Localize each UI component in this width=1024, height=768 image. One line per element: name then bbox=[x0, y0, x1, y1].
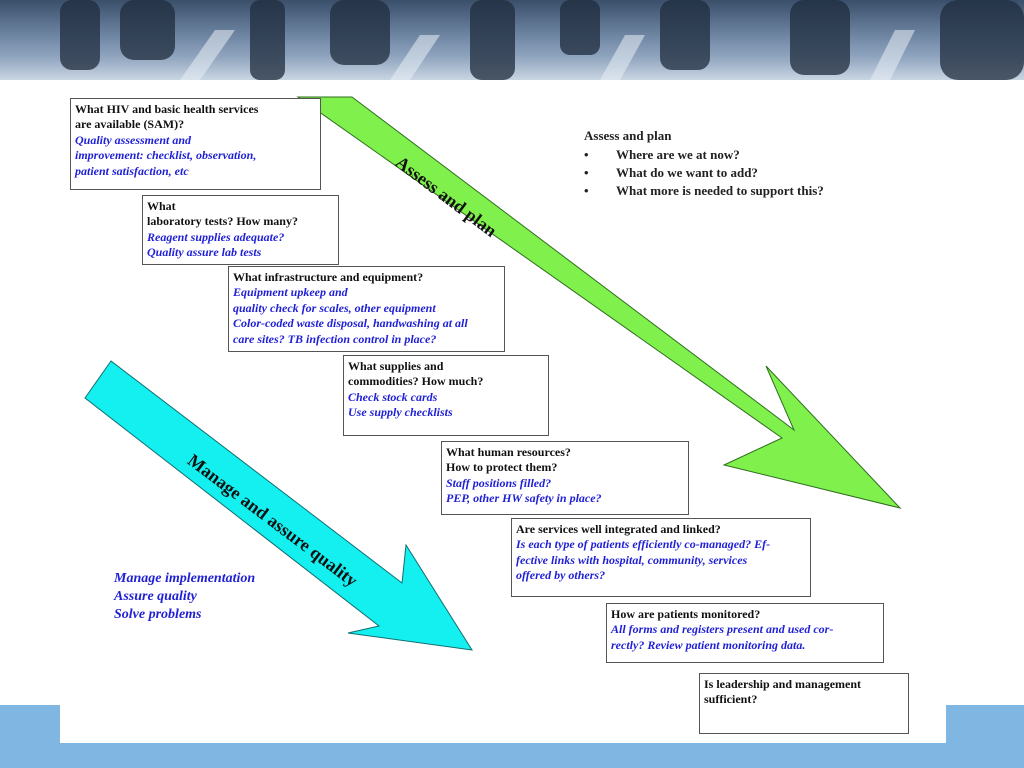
box-question: What human resources? bbox=[446, 445, 571, 459]
summary-item: •What more is needed to support this? bbox=[584, 183, 824, 198]
box-question: How are patients monitored? bbox=[611, 607, 761, 621]
box-question: What infrastructure and equipment? bbox=[233, 270, 424, 284]
box-answer: Reagent supplies adequate? bbox=[147, 229, 285, 244]
box-leadership: Is leadership and management sufficient? bbox=[699, 673, 909, 734]
box-answer: quality check for scales, other equipmen… bbox=[233, 300, 436, 315]
box-answer: All forms and registers present and used… bbox=[611, 622, 834, 637]
box-answer: PEP, other HW safety in place? bbox=[446, 491, 602, 506]
box-answer: care sites? TB infection control in plac… bbox=[233, 331, 437, 346]
box-answer: Equipment upkeep and bbox=[233, 285, 348, 300]
banner-silhouettes bbox=[60, 0, 1024, 80]
box-question: Are services well integrated and linked? bbox=[516, 522, 721, 536]
footer-band bbox=[0, 743, 1024, 768]
box-services-integration: Are services well integrated and linked?… bbox=[511, 518, 811, 597]
box-answer: improvement: checklist, observation, bbox=[75, 148, 257, 163]
box-question: sufficient? bbox=[704, 692, 758, 707]
box-supplies: What supplies and commodities? How much?… bbox=[343, 355, 549, 436]
manage-summary: Manage implementation Assure quality Sol… bbox=[114, 570, 255, 624]
box-answer: Check stock cards bbox=[348, 389, 438, 404]
box-question: laboratory tests? How many? bbox=[147, 214, 298, 229]
box-human-resources: What human resources? How to protect the… bbox=[441, 441, 689, 515]
assess-and-plan-summary: Assess and plan •Where are we at now? •W… bbox=[584, 128, 824, 200]
box-health-services: What HIV and basic health services are a… bbox=[70, 98, 321, 190]
box-question: How to protect them? bbox=[446, 460, 558, 475]
box-answer: Staff positions filled? bbox=[446, 475, 552, 490]
summary-heading: Assess and plan bbox=[584, 128, 672, 143]
footer-band-right bbox=[946, 705, 1024, 768]
manage-item: Assure quality bbox=[114, 589, 197, 604]
box-question: What bbox=[147, 199, 176, 213]
header-photo-banner bbox=[0, 0, 1024, 80]
box-answer: patient satisfaction, etc bbox=[75, 163, 189, 178]
box-answer: offered by others? bbox=[516, 568, 606, 583]
summary-item: •Where are we at now? bbox=[584, 147, 740, 162]
box-answer: Quality assessment and bbox=[75, 132, 192, 147]
box-laboratory-tests: What laboratory tests? How many? Reagent… bbox=[142, 195, 339, 265]
box-answer: Quality assure lab tests bbox=[147, 245, 262, 260]
box-question: commodities? How much? bbox=[348, 374, 484, 389]
summary-item: •What do we want to add? bbox=[584, 165, 758, 180]
box-question: What HIV and basic health services bbox=[75, 102, 259, 116]
summary-list: •Where are we at now? •What do we want t… bbox=[584, 146, 824, 200]
assess-and-plan-arrow bbox=[296, 96, 902, 509]
manage-and-assure-quality-arrow bbox=[84, 360, 473, 651]
footer-band-left bbox=[0, 705, 60, 768]
manage-item: Solve problems bbox=[114, 607, 202, 622]
box-answer: Use supply checklists bbox=[348, 405, 453, 420]
manage-item: Manage implementation bbox=[114, 571, 256, 586]
box-answer: rectly? Review patient monitoring data. bbox=[611, 637, 806, 652]
box-answer: fective links with hospital, community, … bbox=[516, 552, 748, 567]
box-patient-monitoring: How are patients monitored? All forms an… bbox=[606, 603, 884, 663]
box-answer: Is each type of patients efficiently co-… bbox=[516, 537, 771, 552]
box-infrastructure: What infrastructure and equipment? Equip… bbox=[228, 266, 505, 352]
box-question: What supplies and bbox=[348, 359, 444, 373]
box-question: are available (SAM)? bbox=[75, 117, 185, 132]
box-question: Is leadership and management bbox=[704, 677, 862, 691]
box-answer: Color-coded waste disposal, handwashing … bbox=[233, 316, 468, 331]
